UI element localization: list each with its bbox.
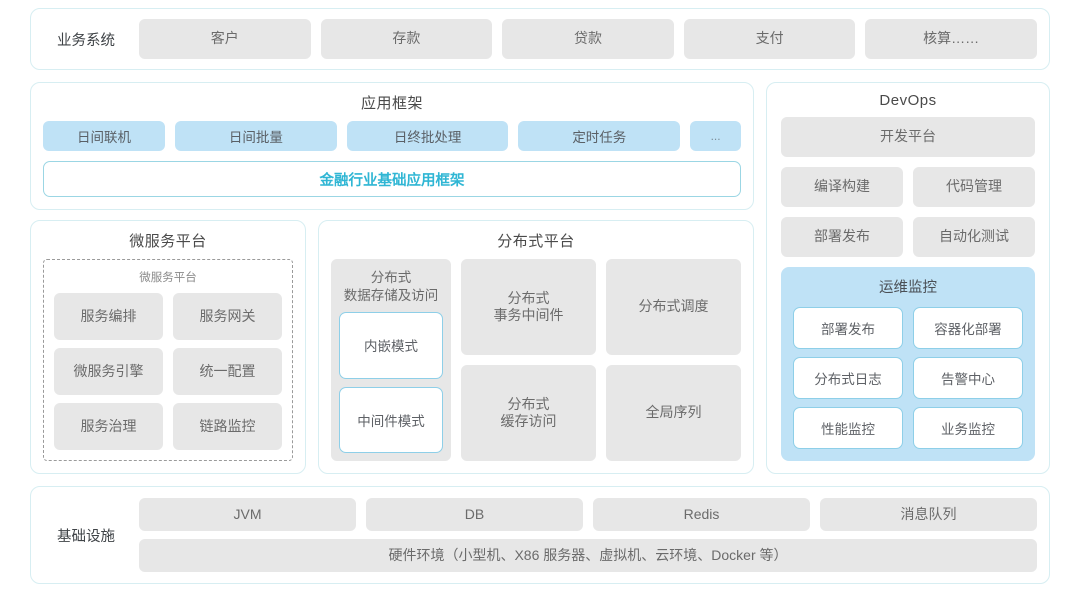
business-system-item[interactable]: 核算…… (865, 19, 1037, 59)
ops-monitor-item[interactable]: 告警中心 (913, 357, 1023, 399)
distributed-platform-title: 分布式平台 (497, 233, 575, 250)
ops-monitor-item[interactable]: 业务监控 (913, 407, 1023, 449)
ops-monitor-grid: 部署发布 容器化部署 分布式日志 告警中心 性能监控 业务监控 (793, 307, 1023, 449)
business-system-item[interactable]: 支付 (683, 19, 856, 59)
storage-mode-middleware[interactable]: 中间件模式 (339, 386, 443, 453)
hardware-environment-bar[interactable]: 硬件环境（小型机、X86 服务器、虚拟机、云环境、Docker 等） (139, 539, 1037, 572)
middle-region: 应用框架 日间联机 日间批量 日终批处理 定时任务 ... 金融行业基础应用框架… (30, 82, 1050, 474)
devops-tool-item[interactable]: 自动化测试 (913, 217, 1035, 257)
app-framework-tag[interactable]: 日终批处理 (346, 121, 509, 151)
ops-monitor-item[interactable]: 容器化部署 (913, 307, 1023, 349)
microservice-item[interactable]: 服务治理 (54, 403, 163, 450)
infrastructure-item-row: JVM DB Redis 消息队列 (139, 498, 1037, 531)
infrastructure-item[interactable]: Redis (593, 498, 810, 531)
microservice-inner-box: 微服务平台 服务编排 服务网关 微服务引擎 统一配置 服务治理 链路监控 (43, 259, 293, 461)
ops-monitor-title: 运维监控 (879, 280, 937, 296)
ops-monitor-item[interactable]: 分布式日志 (793, 357, 903, 399)
ops-monitor-item[interactable]: 性能监控 (793, 407, 903, 449)
microservice-item-grid: 服务编排 服务网关 微服务引擎 统一配置 服务治理 链路监控 (54, 293, 282, 450)
devops-tool-row: 编译构建 代码管理 (781, 167, 1035, 207)
app-framework-tag[interactable]: 定时任务 (518, 121, 681, 151)
distributed-storage-title: 分布式 数据存储及访问 (343, 270, 439, 303)
distributed-item-grid: 分布式 事务中间件 分布式调度 分布式 缓存访问 全局序列 (461, 259, 741, 461)
platform-column: 应用框架 日间联机 日间批量 日终批处理 定时任务 ... 金融行业基础应用框架… (30, 82, 754, 474)
business-system-item[interactable]: 客户 (139, 19, 311, 59)
infrastructure-label: 基础设施 (57, 528, 115, 545)
ops-monitor-panel: 运维监控 部署发布 容器化部署 分布式日志 告警中心 性能监控 业务监控 (781, 267, 1035, 461)
infrastructure-panel: 基础设施 JVM DB Redis 消息队列 硬件环境（小型机、X86 服务器、… (30, 486, 1050, 584)
app-framework-tag[interactable]: 日间批量 (174, 121, 337, 151)
microservice-item[interactable]: 链路监控 (173, 403, 282, 450)
business-system-item[interactable]: 存款 (320, 19, 493, 59)
microservice-item[interactable]: 服务编排 (54, 293, 163, 340)
distributed-platform-body: 分布式 数据存储及访问 内嵌模式 中间件模式 分布式 事务中间件 分布式调度 分… (331, 259, 741, 461)
ops-monitor-item[interactable]: 部署发布 (793, 307, 903, 349)
microservice-platform-panel: 微服务平台 微服务平台 服务编排 服务网关 微服务引擎 统一配置 服务治理 链路… (30, 220, 306, 474)
infrastructure-item[interactable]: 消息队列 (820, 498, 1037, 531)
business-system-item[interactable]: 贷款 (502, 19, 674, 59)
devops-tool-row: 部署发布 自动化测试 (781, 217, 1035, 257)
infrastructure-content: JVM DB Redis 消息队列 硬件环境（小型机、X86 服务器、虚拟机、云… (139, 498, 1037, 572)
distributed-item[interactable]: 分布式 事务中间件 (461, 259, 596, 355)
microservice-item[interactable]: 统一配置 (173, 348, 282, 395)
application-framework-title: 应用框架 (360, 95, 423, 112)
lower-platform-row: 微服务平台 微服务平台 服务编排 服务网关 微服务引擎 统一配置 服务治理 链路… (30, 220, 754, 474)
distributed-storage-column[interactable]: 分布式 数据存储及访问 内嵌模式 中间件模式 (331, 259, 451, 461)
infrastructure-item[interactable]: DB (366, 498, 583, 531)
storage-mode-embedded[interactable]: 内嵌模式 (339, 312, 443, 379)
devops-tool-item[interactable]: 编译构建 (781, 167, 903, 207)
microservice-item[interactable]: 服务网关 (173, 293, 282, 340)
infrastructure-item[interactable]: JVM (139, 498, 356, 531)
app-framework-tag[interactable]: 日间联机 (43, 121, 165, 151)
devops-tool-item[interactable]: 代码管理 (913, 167, 1035, 207)
devops-stack: 开发平台 编译构建 代码管理 部署发布 自动化测试 运维监控 部署发布 容器化部… (781, 117, 1035, 461)
devops-panel: DevOps 开发平台 编译构建 代码管理 部署发布 自动化测试 运维监控 部署… (766, 82, 1050, 474)
devops-tool-item[interactable]: 部署发布 (781, 217, 903, 257)
microservice-platform-title: 微服务平台 (129, 233, 207, 250)
distributed-item[interactable]: 全局序列 (606, 365, 741, 461)
application-framework-tag-row: 日间联机 日间批量 日终批处理 定时任务 ... (43, 121, 742, 151)
distributed-item[interactable]: 分布式调度 (606, 259, 741, 355)
devops-title: DevOps (879, 92, 937, 109)
devops-platform-item[interactable]: 开发平台 (781, 117, 1035, 157)
financial-base-framework-band[interactable]: 金融行业基础应用框架 (43, 161, 741, 197)
distributed-platform-panel: 分布式平台 分布式 数据存储及访问 内嵌模式 中间件模式 分布式 事务中间件 分… (318, 220, 754, 474)
business-systems-label: 业务系统 (57, 32, 115, 49)
microservice-inner-title: 微服务平台 (139, 272, 197, 284)
business-systems-panel: 业务系统 客户 存款 贷款 支付 核算…… (30, 8, 1050, 70)
application-framework-panel: 应用框架 日间联机 日间批量 日终批处理 定时任务 ... 金融行业基础应用框架 (30, 82, 754, 210)
app-framework-more-tag[interactable]: ... (690, 121, 742, 151)
microservice-item[interactable]: 微服务引擎 (54, 348, 163, 395)
distributed-item[interactable]: 分布式 缓存访问 (461, 365, 596, 461)
